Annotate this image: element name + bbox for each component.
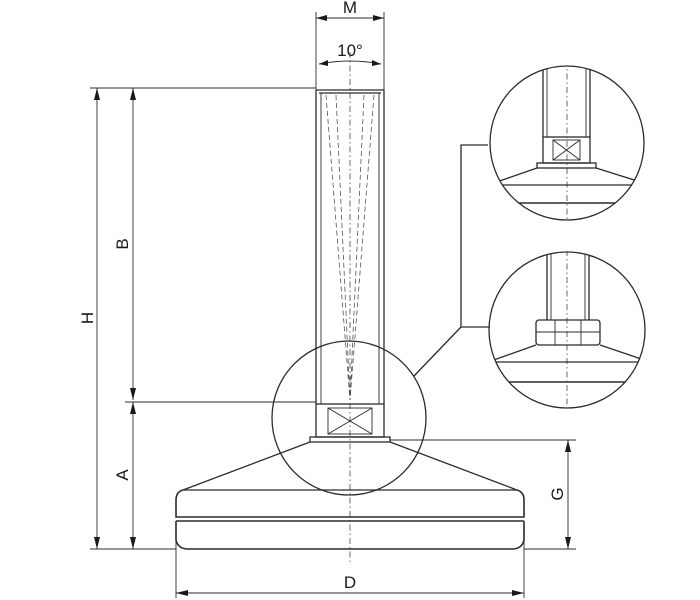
label-d: D bbox=[344, 573, 356, 592]
label-angle: 10° bbox=[337, 41, 363, 60]
dimension-h: H bbox=[78, 87, 316, 550]
threaded-stud bbox=[315, 89, 385, 404]
square-block bbox=[309, 403, 391, 443]
label-h: H bbox=[78, 312, 97, 324]
dimension-a: A bbox=[113, 401, 316, 549]
dimension-m: M bbox=[315, 0, 385, 90]
dimension-d: D bbox=[175, 521, 525, 598]
taper-lines bbox=[325, 94, 375, 401]
detail-leader-line bbox=[413, 326, 462, 377]
label-a: A bbox=[113, 469, 132, 481]
detail-magnifier-circle bbox=[271, 340, 427, 496]
label-g: G bbox=[548, 487, 567, 500]
dimension-g: G bbox=[390, 439, 576, 550]
label-b: B bbox=[113, 238, 132, 249]
base-plate bbox=[175, 441, 525, 550]
detail-view-top bbox=[489, 65, 645, 221]
dimension-b: B bbox=[113, 88, 136, 400]
label-m: M bbox=[343, 0, 357, 17]
leveling-foot bbox=[175, 52, 525, 565]
detail-view-bottom bbox=[488, 251, 646, 409]
detail-bracket bbox=[460, 144, 490, 328]
dimension-angle: 10° bbox=[318, 41, 382, 66]
